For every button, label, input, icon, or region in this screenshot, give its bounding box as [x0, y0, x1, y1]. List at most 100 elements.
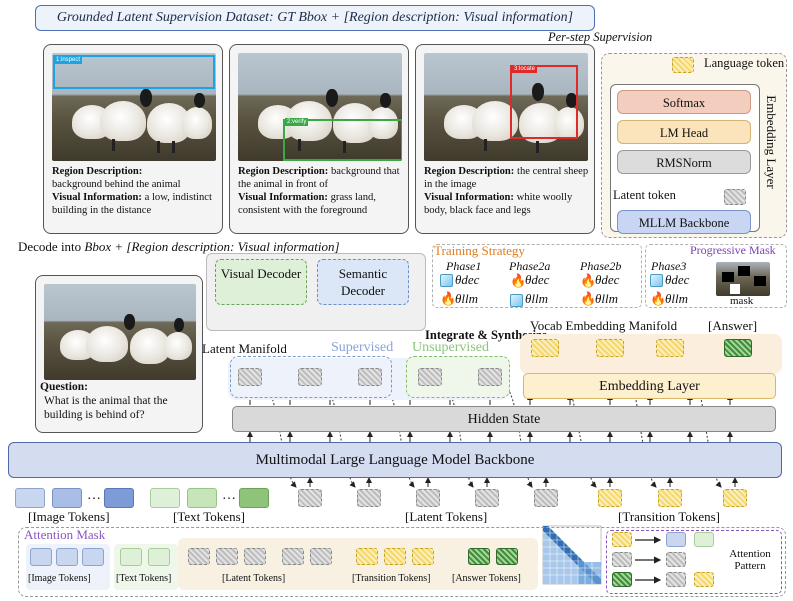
- mask-text-token: [120, 548, 142, 566]
- mask-image-token: [30, 548, 52, 566]
- text-tokens-label: [Text Tokens]: [173, 509, 245, 525]
- vocab-token: [531, 339, 559, 357]
- pattern-query-latent: [612, 552, 632, 567]
- text-token: [187, 488, 217, 508]
- bbox-tag: 1:inspect: [54, 56, 82, 64]
- bbox-tag: 3:locate: [512, 65, 537, 73]
- attention-mask-title: Attention Mask: [24, 527, 105, 543]
- mask-latent-token: [282, 548, 304, 565]
- phase2a-theta-dec: θdec: [525, 272, 549, 288]
- phase1-cube-icon: [440, 274, 453, 292]
- progressive-mask-title: Progressive Mask: [690, 243, 776, 258]
- input-latent-token: [475, 489, 499, 507]
- example-description: Region Description:background behind the…: [52, 165, 220, 217]
- mask-answer-tokens-label: [Answer Tokens]: [452, 573, 521, 584]
- mask-latent-tokens-label: [Latent Tokens]: [222, 573, 285, 584]
- question-card: Question:What is the animal that the bui…: [35, 275, 203, 433]
- semantic-decoder: Semantic Decoder: [317, 259, 409, 305]
- mask-image-tokens-label: [Image Tokens]: [28, 573, 91, 584]
- pattern-key-text: [694, 532, 714, 547]
- text-token: [150, 488, 180, 508]
- image-token-ellipsis: …: [87, 488, 101, 504]
- latent-token: [238, 368, 262, 386]
- sheep-photo: [424, 53, 588, 161]
- phase1-theta-dec: θdec: [455, 272, 479, 288]
- vocab-token: [596, 339, 624, 357]
- sheep-photo: [44, 284, 196, 380]
- dataset-title: Grounded Latent Supervision Dataset: GT …: [35, 5, 595, 31]
- mask-text-token: [148, 548, 170, 566]
- image-tokens-label: [Image Tokens]: [28, 509, 110, 525]
- example-description: Region Description: the central sheep in…: [424, 165, 592, 217]
- mask-latent-token: [244, 548, 266, 565]
- phase2a-cube-icon: [510, 294, 523, 312]
- latent-token: [298, 368, 322, 386]
- language-token-label: Language token: [704, 56, 784, 71]
- answer-label: [Answer]: [708, 318, 757, 334]
- phase1-fire-icon: 🔥: [440, 292, 456, 305]
- masked-image-thumbnail: [716, 262, 770, 296]
- latent-tokens-label: [Latent Tokens]: [405, 509, 487, 525]
- vocab-token: [656, 339, 684, 357]
- pattern-query-answer: [612, 572, 632, 587]
- mask-label: mask: [730, 295, 753, 307]
- latent-token-label: Latent token: [613, 188, 676, 203]
- training-strategy-title: Training Strategy: [434, 243, 525, 259]
- example-card-inspect: 1:inspect Region Description:background …: [43, 44, 223, 234]
- phase1-theta-llm: θllm: [455, 291, 478, 307]
- phase3-fire-icon: 🔥: [650, 292, 666, 305]
- mllm-backbone-block: MLLM Backbone: [617, 210, 751, 234]
- attention-pattern-label: Attention Pattern: [722, 548, 778, 572]
- transition-token: [598, 489, 622, 507]
- mask-answer-token: [468, 548, 490, 565]
- latent-token-block: [724, 189, 746, 205]
- example-card-locate: 3:locate Region Description: the central…: [415, 44, 595, 234]
- latent-token: [478, 368, 502, 386]
- sheep-photo: [52, 53, 216, 161]
- text-token-ellipsis: …: [222, 488, 236, 504]
- mask-transition-token: [412, 548, 434, 565]
- mask-latent-token: [188, 548, 210, 565]
- transition-token: [658, 489, 682, 507]
- transition-token: [723, 489, 747, 507]
- visual-decoder: Visual Decoder: [215, 259, 307, 305]
- per-step-label: Per-step Supervision: [548, 30, 652, 45]
- phase2b-fire-icon-2: 🔥: [580, 292, 596, 305]
- embedding-layer: Embedding Layer: [523, 373, 776, 399]
- answer-token: [724, 339, 752, 357]
- mask-text-tokens-label: [Text Tokens]: [116, 573, 171, 584]
- lm-head-block: LM Head: [617, 120, 751, 144]
- latent-manifold-label: Latent Manifold: [202, 341, 287, 357]
- unsupervised-label: Unsupervised: [412, 340, 489, 356]
- bbox-tag: 2:verify: [285, 118, 308, 126]
- input-latent-token: [357, 489, 381, 507]
- language-token-block: [672, 57, 694, 73]
- mask-image-token: [82, 548, 104, 566]
- pattern-key-image: [666, 532, 686, 547]
- rmsnorm-block: RMSNorm: [617, 150, 751, 174]
- mask-transition-token: [356, 548, 378, 565]
- image-token: [104, 488, 134, 508]
- image-token: [15, 488, 45, 508]
- pattern-key-latent: [666, 572, 686, 587]
- phase2a-fire-icon: 🔥: [510, 274, 526, 287]
- pattern-query-transition: [612, 532, 632, 547]
- mask-image-token: [56, 548, 78, 566]
- image-token: [52, 488, 82, 508]
- vocab-manifold-label: Vocab Embedding Manifold: [530, 318, 677, 334]
- mask-latent-token: [216, 548, 238, 565]
- phase3-theta-llm: θllm: [665, 291, 688, 307]
- example-description: Region Description: background that the …: [238, 165, 406, 217]
- example-card-verify: 2:verify Region Description: background …: [229, 44, 409, 234]
- input-latent-token: [298, 489, 322, 507]
- phase3-cube-icon: [650, 274, 663, 292]
- transition-tokens-label: [Transition Tokens]: [618, 509, 720, 525]
- latent-token: [358, 368, 382, 386]
- input-latent-token: [534, 489, 558, 507]
- supervised-label: Supervised: [331, 340, 393, 356]
- pattern-key-transition: [694, 572, 714, 587]
- sheep-photo: [238, 53, 402, 161]
- phase2b-fire-icon: 🔥: [580, 274, 596, 287]
- softmax-block: Softmax: [617, 90, 751, 114]
